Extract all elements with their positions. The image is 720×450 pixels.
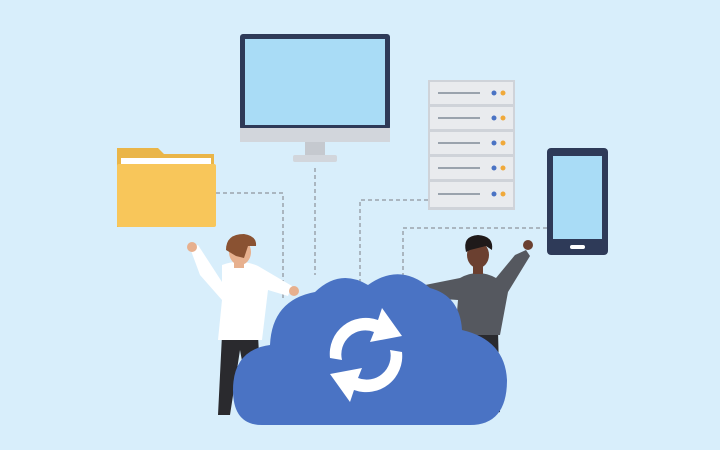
- server-rack-icon: [428, 80, 515, 210]
- cloud-icon: [233, 274, 507, 425]
- sync-icon: [329, 308, 403, 402]
- connector-lines: [216, 168, 547, 300]
- desktop-monitor-icon: [240, 34, 390, 162]
- smartphone-icon: [547, 148, 608, 255]
- folder-icon: [117, 148, 216, 227]
